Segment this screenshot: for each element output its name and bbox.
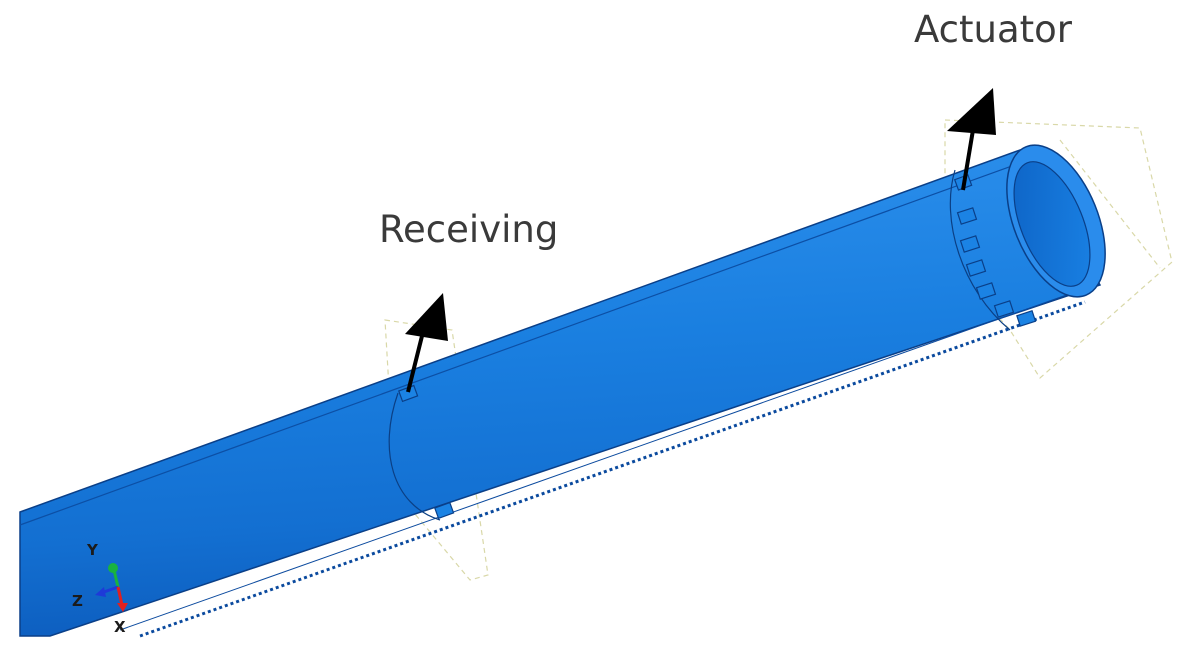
actuator-arrow-shaft — [961, 129, 975, 191]
triad-z-arrow — [95, 587, 106, 597]
receiving-pad — [398, 384, 419, 403]
pipe-body — [19, 144, 1106, 638]
triad-x-arrow — [117, 603, 128, 612]
actuator-pad — [1016, 310, 1037, 327]
pipe-seam — [139, 300, 1086, 638]
actuator-pad — [956, 207, 978, 225]
actuator-pad — [959, 235, 981, 253]
actuator-arrow-head — [947, 88, 996, 135]
pipe-end-bore — [1013, 161, 1091, 287]
pipe-surface — [19, 149, 1102, 637]
pipe-seam-edge — [119, 291, 1076, 631]
actuator-pad — [975, 282, 997, 300]
actuator-section-ring — [949, 169, 1011, 331]
triad-x-label: X — [114, 618, 126, 636]
coordinate-triad: Y Z X — [72, 541, 128, 636]
receiving-label: Receiving — [379, 208, 558, 251]
receiving-arrow-shaft — [406, 331, 425, 393]
receiving-pad — [434, 501, 455, 520]
receiving-section-ring — [388, 392, 441, 521]
triad-z-label: Z — [72, 592, 83, 610]
actuator-pad — [993, 300, 1015, 318]
triad-y-label: Y — [86, 541, 99, 559]
actuator-datum-plane — [944, 119, 1173, 379]
actuator-datum-line — [1059, 139, 1161, 269]
pipe-top-edge — [19, 162, 1021, 526]
actuator-pad — [965, 259, 987, 277]
triad-y-marker — [108, 563, 118, 573]
triad-x-axis — [116, 586, 124, 606]
receiving-pads — [398, 384, 455, 520]
annotation-arrows — [405, 88, 996, 393]
triad-y-axis — [112, 569, 120, 588]
actuator-label: Actuator — [914, 8, 1073, 51]
receiving-arrow-head — [405, 293, 448, 341]
